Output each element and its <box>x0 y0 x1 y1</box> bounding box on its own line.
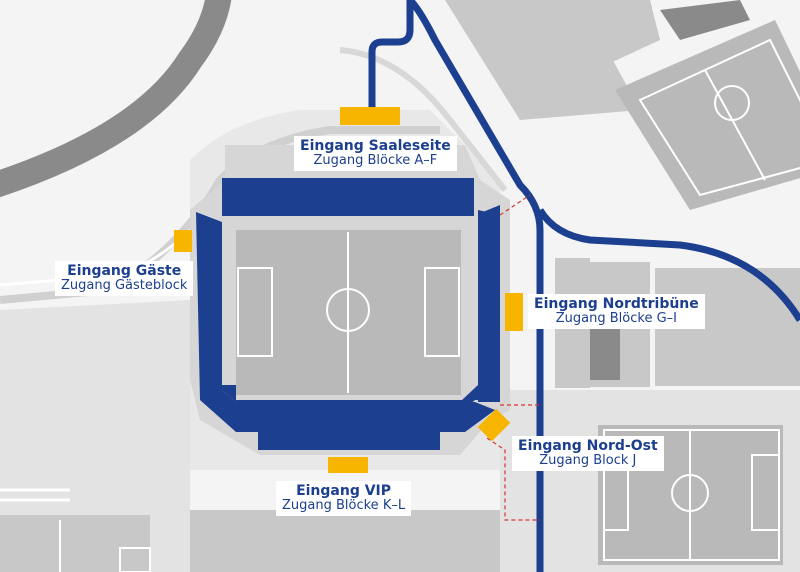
route-northeast-branch <box>536 208 800 322</box>
label-nordtribuene-title: Eingang Nordtribüne <box>534 296 699 312</box>
stand-north <box>222 178 474 216</box>
main-pitch <box>236 230 461 395</box>
building-north-dark <box>660 0 750 40</box>
road-curve-northwest <box>0 0 232 198</box>
stand-east <box>478 205 500 402</box>
label-saaleseite-title: Eingang Saaleseite <box>300 138 451 154</box>
route-main-east <box>407 0 544 572</box>
label-gaeste[interactable]: Eingang Gäste Zugang Gästeblock <box>55 261 194 297</box>
label-saaleseite[interactable]: Eingang Saaleseite Zugang Blöcke A–F <box>294 136 457 172</box>
footpath-north <box>339 47 508 192</box>
building-south <box>190 510 500 572</box>
stand-south <box>236 402 495 450</box>
stand-west <box>196 212 236 432</box>
ground-area-west <box>0 300 190 572</box>
lane-markings <box>0 488 70 502</box>
label-saaleseite-subtitle: Zugang Blöcke A–F <box>313 153 438 169</box>
entrance-marker-nordtribuene[interactable] <box>505 293 523 331</box>
label-gaeste-subtitle: Zugang Gästeblock <box>61 278 188 294</box>
label-nordost-subtitle: Zugang Block J <box>539 453 637 469</box>
entrance-marker-gaeste[interactable] <box>174 230 192 252</box>
dashed-connector-north <box>499 194 531 216</box>
training-pitch-southwest <box>0 515 151 572</box>
label-nordost-title: Eingang Nord-Ost <box>518 438 658 454</box>
label-vip[interactable]: Eingang VIP Zugang Blöcke K–L <box>276 481 412 517</box>
label-nordost[interactable]: Eingang Nord-Ost Zugang Block J <box>512 436 664 472</box>
label-vip-title: Eingang VIP <box>296 483 392 499</box>
entrance-marker-nordost[interactable] <box>477 408 511 442</box>
entrance-marker-vip[interactable] <box>328 457 368 473</box>
entrance-marker-saaleseite[interactable] <box>340 107 400 125</box>
building-north-2 <box>545 0 660 70</box>
training-pitch-northeast <box>615 20 800 210</box>
dashed-connector-nordost <box>486 437 540 521</box>
route-to-saaleseite <box>368 0 414 108</box>
label-gaeste-title: Eingang Gäste <box>67 263 182 279</box>
label-vip-subtitle: Zugang Blöcke K–L <box>282 498 406 514</box>
label-nordtribuene-subtitle: Zugang Blöcke G–I <box>555 311 677 327</box>
label-nordtribuene[interactable]: Eingang Nordtribüne Zugang Blöcke G–I <box>528 294 705 330</box>
